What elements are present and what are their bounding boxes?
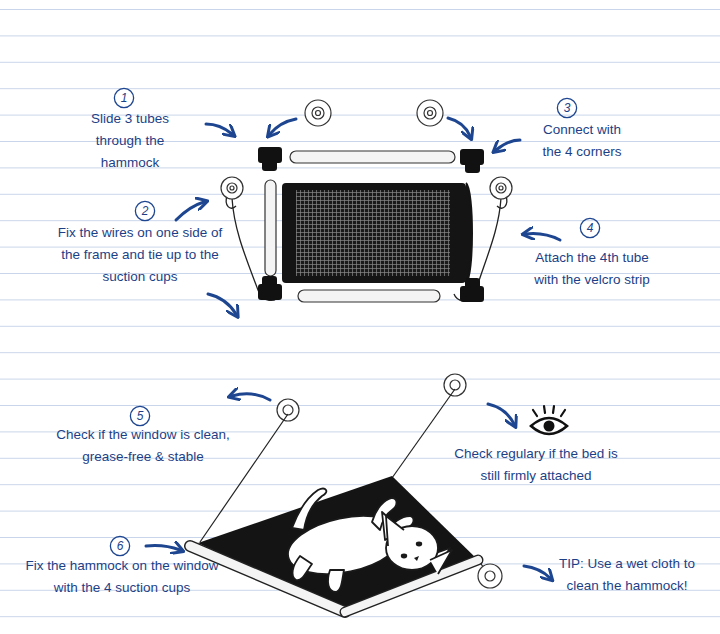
instruction-note: Attach the 4th tube with the velcro stri… [524, 247, 660, 291]
step-circle: 1 [113, 87, 135, 109]
instruction-note: TIP: Use a wet cloth to clean the hammoc… [554, 553, 700, 597]
instruction-note: Slide 3 tubes through the hammock [84, 108, 176, 174]
instruction-note: Fix the hammock on the window with the 4… [19, 555, 225, 599]
step-circle: 2 [134, 200, 156, 222]
eye-icon [531, 406, 567, 434]
callout-number: 4 [579, 217, 601, 239]
mounted-hammock [190, 374, 502, 612]
step-circle: 4 [579, 217, 601, 239]
callout-number: 1 [113, 87, 135, 109]
instruction-note: Connect with the 4 corners [534, 119, 630, 163]
instruction-note: Check if the window is clean, grease-fre… [49, 424, 237, 468]
pointer-arrows [146, 118, 560, 578]
instruction-note: Check regulary if the bed is still firml… [453, 443, 619, 487]
callout-number: 2 [134, 200, 156, 222]
step-circle: 5 [129, 405, 151, 427]
frame-parts [221, 100, 512, 302]
callout-number: 3 [556, 97, 578, 119]
callout-number: 5 [129, 405, 151, 427]
instruction-note: Fix the wires on one side of the frame a… [54, 222, 226, 288]
callout-number: 6 [109, 535, 131, 557]
step-circle: 3 [556, 97, 578, 119]
step-circle: 6 [109, 535, 131, 557]
